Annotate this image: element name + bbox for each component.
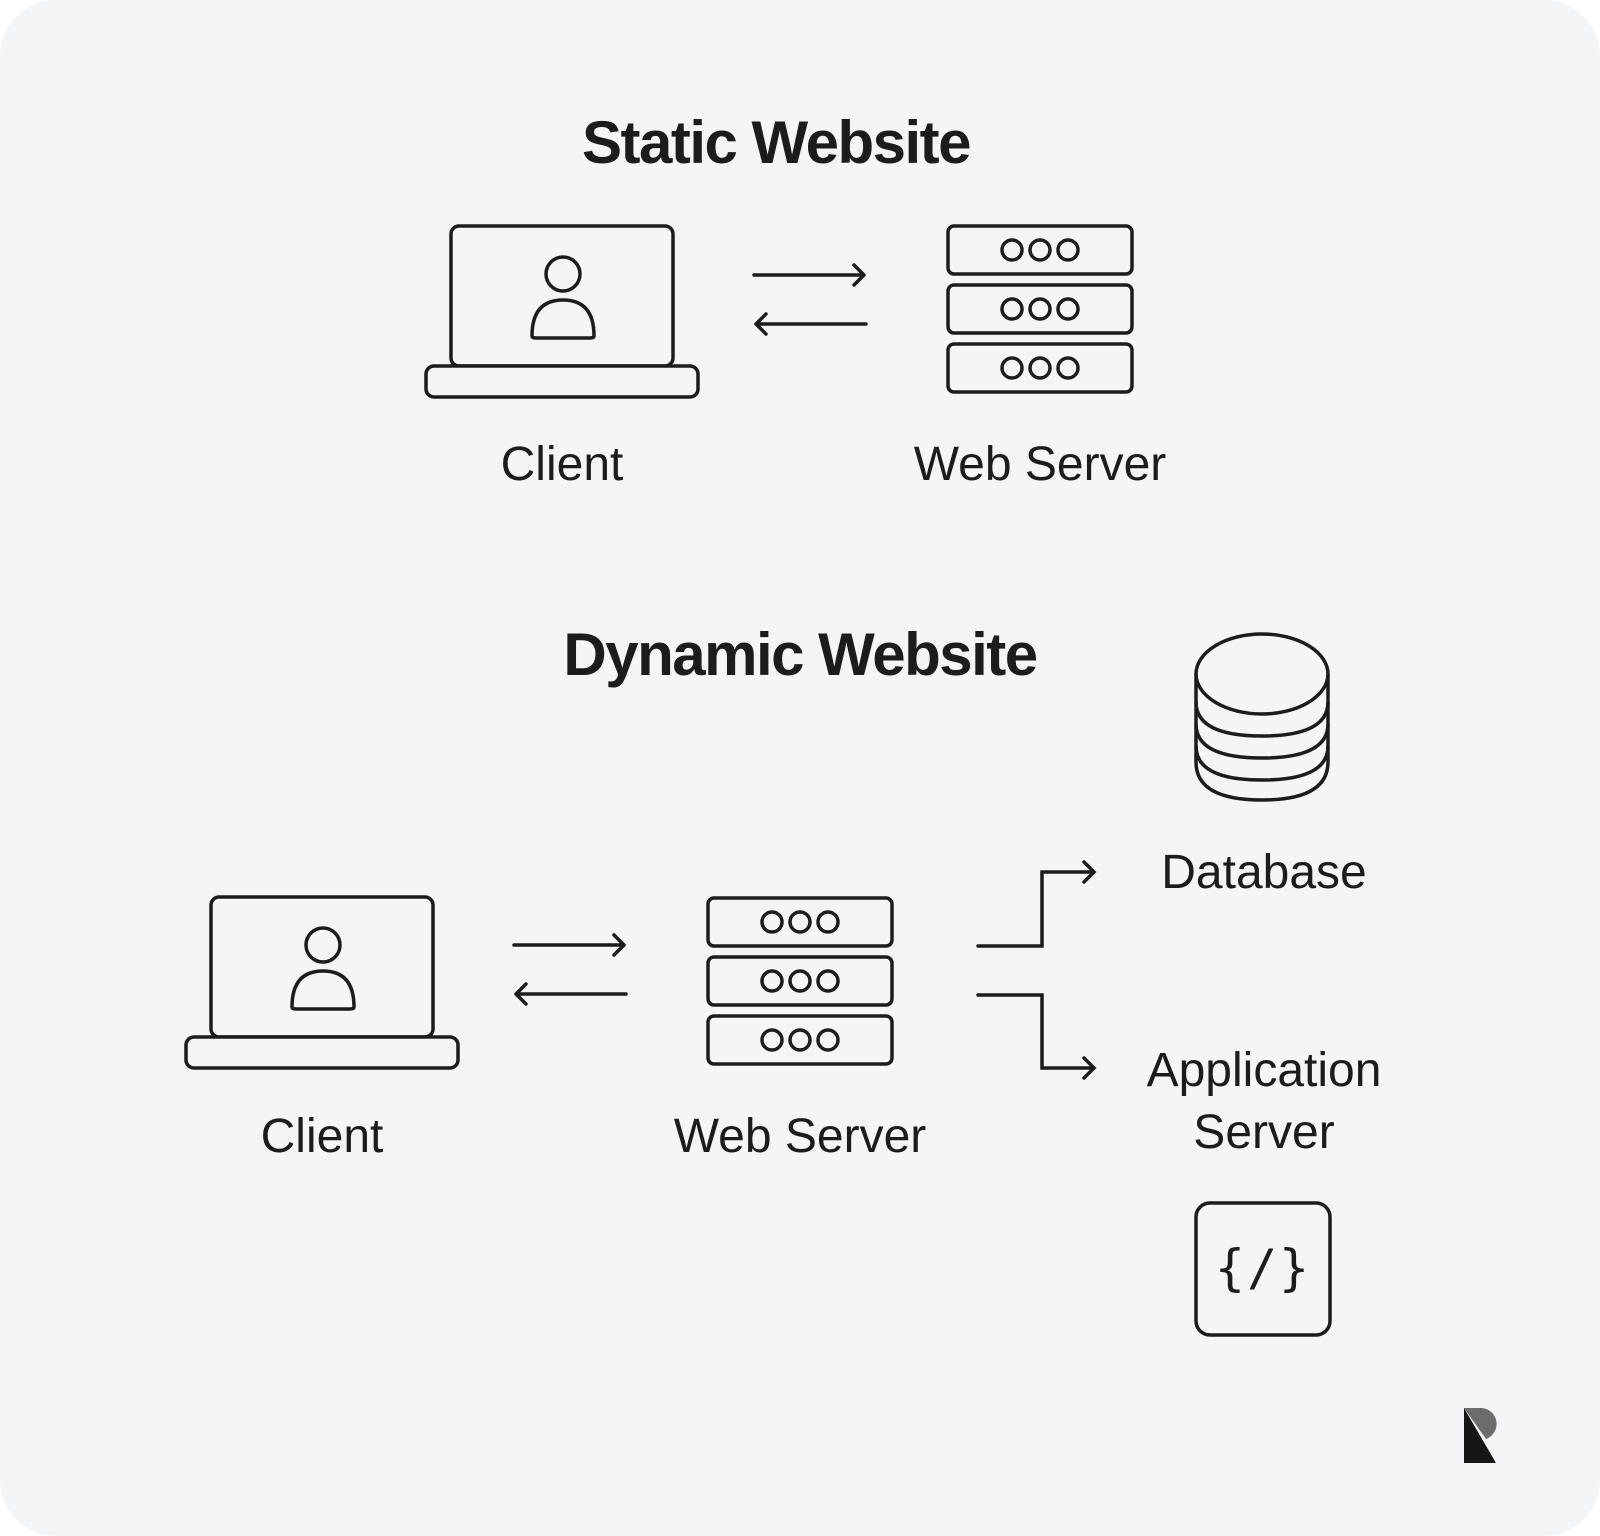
- static-bidirectional-arrows-icon: [750, 258, 870, 328]
- arrow-to-app-server-icon: [978, 995, 1094, 1078]
- user-head-icon: [306, 928, 340, 962]
- application-server-label: Application Server: [1147, 1040, 1382, 1164]
- code-box-icon: [1194, 1201, 1334, 1337]
- dynamic-web-server-icon: [706, 896, 896, 1070]
- static-web-server-icon: [946, 224, 1136, 398]
- user-body-icon: [292, 971, 354, 1009]
- user-head-icon: [546, 257, 580, 291]
- brand-logo-icon: [1464, 1408, 1497, 1463]
- static-web-server-label: Web Server: [913, 438, 1167, 491]
- dynamic-website-title: Dynamic Website: [563, 621, 1038, 688]
- arrow-to-database-icon: [978, 862, 1094, 946]
- dynamic-client-label: Client: [260, 1110, 384, 1163]
- application-server-label-line2: Server: [1193, 1106, 1335, 1159]
- database-icon: [1194, 632, 1334, 806]
- branch-arrows-icon: [970, 850, 1100, 1080]
- code-glyph: {/}: [1214, 1239, 1312, 1297]
- dynamic-client-laptop-icon: [184, 895, 460, 1071]
- application-server-label-line1: Application: [1146, 1044, 1382, 1097]
- static-client-label: Client: [500, 438, 624, 491]
- user-body-icon: [532, 300, 594, 338]
- dynamic-web-server-label: Web Server: [673, 1110, 927, 1163]
- dynamic-bidirectional-arrows-icon: [510, 928, 630, 998]
- static-client-laptop-icon: [424, 224, 700, 400]
- static-website-title: Static Website: [581, 109, 972, 176]
- database-label: Database: [1161, 846, 1367, 899]
